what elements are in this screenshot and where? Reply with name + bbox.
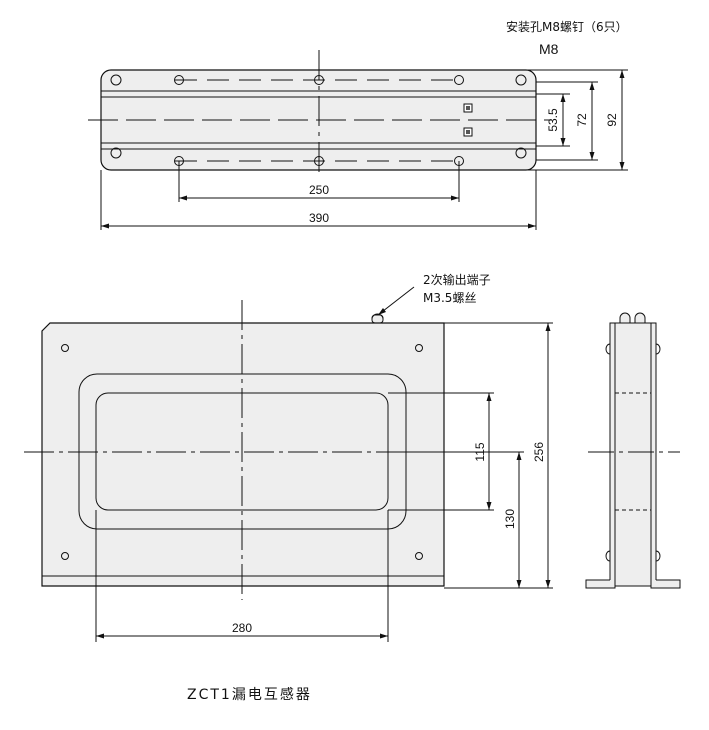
dim-250-label: 250 [309,183,329,197]
side-view [585,312,681,589]
corner-hole [515,74,527,86]
terminal-note-line1: 2次输出端子 [423,272,491,287]
mount-hole [454,75,464,85]
mount-hole [314,156,324,166]
dim-115-label: 115 [473,442,487,461]
hole-note: 安装孔M8螺钉（6只） [506,19,628,34]
side-view-body [609,322,657,587]
mount-hole [314,75,324,85]
side-foot-right [650,579,681,589]
dim-256-label: 256 [532,442,546,462]
corner-hole [415,344,423,352]
hole-thread-label: M8 [539,41,559,57]
terminal-cap [634,312,646,323]
corner-hole [415,552,423,560]
dim-53-5-label: 53.5 [546,108,560,132]
mount-hole [174,75,184,85]
dim-92-label: 92 [605,113,619,127]
dim-280-label: 280 [232,621,252,635]
terminal-note-line2: M3.5螺丝 [423,291,476,305]
dim-130-label: 130 [503,509,517,529]
top-view [88,50,628,230]
drawing-title: ZCT1漏电互感器 [187,686,312,703]
terminal-cap [619,312,631,323]
corner-hole [515,147,527,159]
corner-hole [61,344,69,352]
corner-hole [61,552,69,560]
front-view [24,286,553,642]
terminal-screw [371,314,384,324]
dim-72-label: 72 [575,113,589,127]
side-foot-left [585,579,616,589]
corner-hole [110,147,122,159]
corner-hole [110,74,122,86]
dim-390-label: 390 [309,211,329,225]
